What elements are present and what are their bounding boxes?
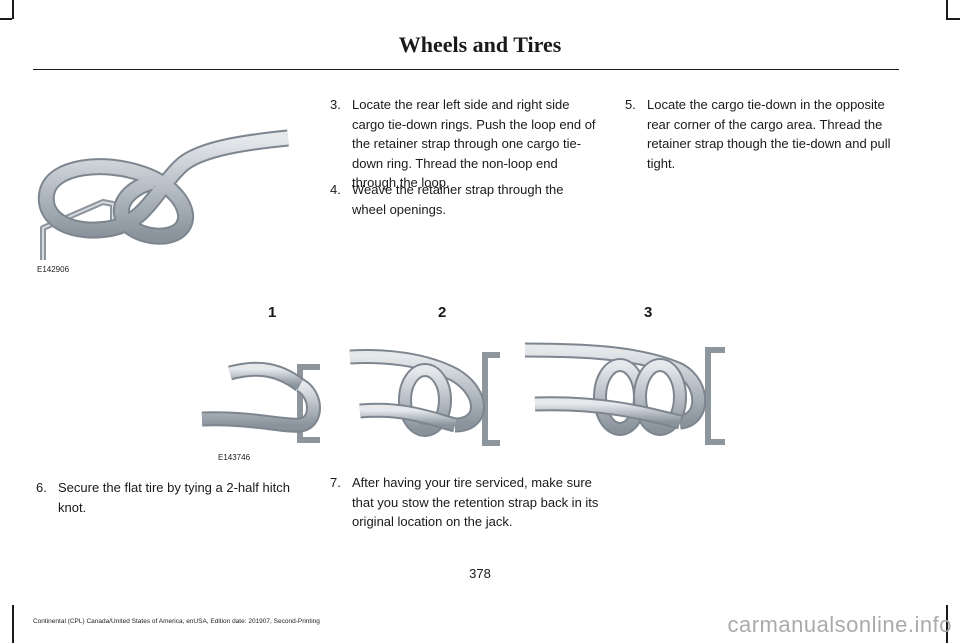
step-number: 7. [330, 475, 341, 490]
header-rule [33, 69, 899, 70]
step-number: 6. [36, 480, 47, 495]
step-text: Locate the cargo tie-down in the opposit… [647, 97, 891, 171]
page-number: 378 [469, 566, 491, 581]
page-title: Wheels and Tires [398, 32, 562, 57]
crop-mark-top-right-h [946, 18, 960, 20]
step-text: Secure the flat tire by tying a 2-half h… [58, 480, 290, 515]
crop-mark-top-left-h [0, 18, 12, 20]
footer-edition-info: Continental (CPL) Canada/United States o… [33, 618, 320, 625]
step-4: 4. Weave the retainer strap through the … [330, 180, 600, 219]
step-text: After having your tire serviced, make su… [352, 475, 599, 529]
step-7: 7. After having your tire serviced, make… [330, 473, 605, 532]
step-3: 3. Locate the rear left side and right s… [330, 95, 600, 193]
callout-3: 3 [644, 304, 653, 321]
step-number: 5. [625, 97, 636, 112]
crop-mark-top-left-v [12, 0, 14, 19]
callout-2: 2 [438, 304, 447, 321]
figure-code-1: E142906 [37, 265, 70, 274]
step-number: 4. [330, 182, 341, 197]
watermark: carmanualsonline.info [727, 612, 952, 637]
hitch-knot-stage-2 [349, 349, 500, 446]
crop-mark-bottom-left-v [12, 605, 14, 643]
strap-loop-illustration [37, 129, 289, 260]
hitch-knot-stage-3 [524, 342, 725, 445]
step-6: 6. Secure the flat tire by tying a 2-hal… [36, 478, 308, 517]
step-text: Weave the retainer strap through the whe… [352, 182, 564, 217]
step-text: Locate the rear left side and right side… [352, 97, 596, 190]
hitch-knot-stage-1 [201, 361, 321, 443]
step-5: 5. Locate the cargo tie-down in the oppo… [625, 95, 900, 173]
crop-mark-top-right-v [946, 0, 948, 19]
figure-code-2: E143746 [218, 453, 251, 462]
crop-mark-bottom-right-v [946, 605, 948, 643]
callout-1: 1 [268, 304, 277, 321]
step-number: 3. [330, 97, 341, 112]
